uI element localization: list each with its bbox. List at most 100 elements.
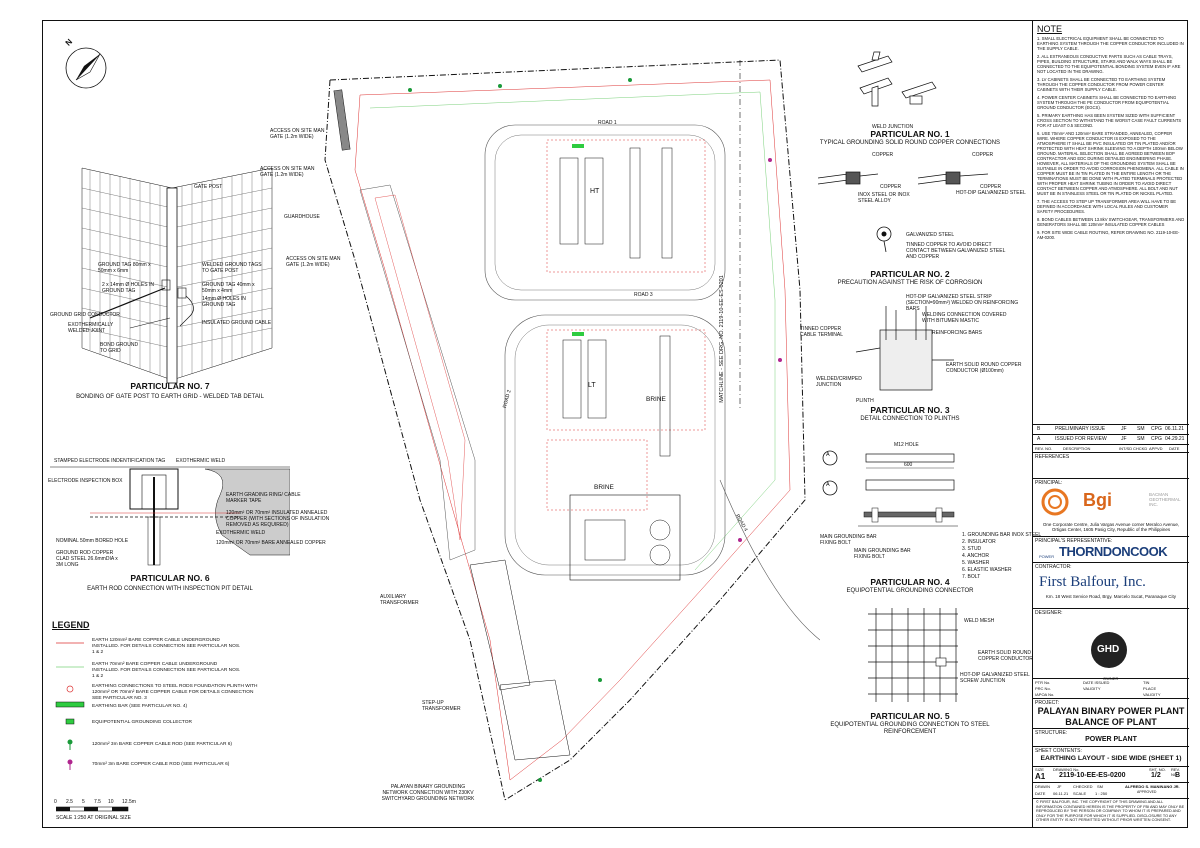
legend-item-rod120: 120mm² 3m BARE COPPER CABLE ROD (SEE PAR… — [92, 742, 233, 747]
rev-header-rev: REV. NO. — [1035, 446, 1053, 451]
road-1-label: ROAD 1 — [598, 120, 617, 126]
date-value: 06.11.21 — [1053, 791, 1069, 796]
ptr-date: DATE ISSUED — [1083, 680, 1110, 685]
rev-header-date: DATE — [1169, 446, 1180, 451]
project-label: PROJECT: — [1035, 700, 1060, 706]
p6-bare-label: 120mm² OR 70mm² BARE ANNEALED COPPER — [216, 540, 326, 546]
legend-item-rod70: 70mm² 3m BARE COPPER CABLE ROD (SEE PART… — [92, 762, 230, 767]
scale-tick-3: 7.5 — [94, 799, 101, 805]
p4-m12-label: M12 HOLE — [894, 442, 919, 448]
note-item: 6. USE 70mm² AND 120mm² BARE STRANDED, A… — [1037, 131, 1184, 196]
p2-galv-label: GALVANIZED STEEL — [906, 232, 955, 238]
p6-exo-label: EXOTHERMIC WELD — [176, 458, 226, 464]
particular-5-mesh-drawing — [868, 608, 958, 702]
lt-label: LT — [588, 382, 596, 389]
gate-label-3: ACCESS ON SITE MAN GATE (1.2m WIDE) — [286, 256, 341, 268]
north-arrow-icon — [65, 47, 107, 89]
p3-plinth-label: PLINTH — [856, 398, 874, 404]
p4-subtitle: EQUIPOTENTIAL GROUNDING CONNECTOR — [846, 588, 974, 594]
prc-validity: VALIDITY — [1083, 686, 1101, 691]
principal-address: One Corporate Centre, Julia Vargas Avenu… — [1042, 522, 1180, 532]
matchline-label: MATCHLINE - SEE DRG. NO. 2119-10-EE-ES-0… — [719, 275, 725, 403]
prc-place: PLACE — [1143, 686, 1157, 691]
approved-name: ALFREDO S. MANINANG JR. — [1125, 784, 1180, 789]
legend-symbols — [55, 642, 85, 770]
particular-6-drawing — [50, 466, 290, 566]
particular-7-drawing — [81, 167, 273, 384]
aux-transformer-label: AUXILIARY TRANSFORMER — [380, 594, 419, 606]
sheet-no-value: 1/2 — [1151, 772, 1161, 779]
rev-row-b-by: JF — [1121, 426, 1127, 432]
size-value: A1 — [1035, 772, 1046, 781]
stepup-transformer-label: STEP-UP TRANSFORMER — [422, 700, 461, 712]
note-item: 4. POWER CENTER CABINETS SHALL BE CONNEC… — [1037, 95, 1177, 110]
note-item: 5. PRIMARY EARTHING HAS BEEN SYSTEM SIZE… — [1037, 113, 1182, 128]
p1-title: PARTICULAR NO. 1 — [870, 129, 950, 139]
p3-strip-label: HOT-DIP GALVANIZED STEEL STRIP (SECTION=… — [906, 294, 1019, 312]
p7-tag-label: GROUND TAG 80mm x 50mm x 6mm — [98, 262, 151, 274]
bgi-logo-icon — [1041, 488, 1069, 516]
contents-value: EARTHING LAYOUT - SIDE WIDE (SHEET 1) — [1040, 755, 1182, 762]
notes-heading: NOTE — [1037, 24, 1063, 34]
bgi-logo-sub: BACMAN GEOTHERMAL INC. — [1149, 492, 1181, 507]
p6-rod-label: GROUND ROD COPPER CLAD STEEL 26.6mmDIA x… — [56, 550, 118, 568]
particular-4-drawing — [822, 450, 958, 527]
p5-subtitle: EQUIPOTENTIAL GROUNDING CONNECTION TO ST… — [830, 722, 990, 735]
p6-insulated-label: 120mm² OR 70mm² INSULATED ANNEALED COPPE… — [226, 510, 330, 528]
p1-copper-4: COPPER — [980, 184, 1002, 190]
iapoa-validity: VALIDITY — [1143, 692, 1161, 697]
scale-tick-2: 5 — [82, 799, 85, 805]
p4-item-5: 5. WASHER — [962, 560, 990, 566]
rev-row-b-desc: PRELIMINARY ISSUE — [1055, 426, 1106, 432]
ghd-logo-text: GHD — [1097, 644, 1120, 655]
ghd-logo-icon — [1091, 632, 1127, 668]
rev-no-value: B — [1175, 772, 1181, 779]
brine-label-1: BRINE — [646, 396, 666, 403]
p7-welded-label: WELDED GROUND TAGS TO GATE POST — [202, 262, 262, 274]
scale-caption: SCALE 1:250 AT ORIGINAL SIZE — [56, 815, 131, 821]
designer-label: DESIGNER: — [1035, 610, 1063, 616]
notes-list: 1. SMALL ELECTRICAL EQUIPMENT SHALL BE C… — [1037, 36, 1185, 243]
p4-a2-label: A — [826, 482, 830, 488]
project-line-1: PALAYAN BINARY POWER PLANT — [1037, 706, 1185, 716]
structure-label: STRUCTURE: — [1035, 730, 1068, 736]
p3-tinned-label: TINNED COPPER CABLE TERMINAL — [800, 326, 843, 338]
p6-nominal-label: NOMINAL 50mm BORED HOLE — [56, 538, 129, 544]
drawing-no-label: DRAWING No. — [1053, 767, 1080, 772]
p2-tinned-label: TINNED COPPER TO AVOID DIRECT CONTACT BE… — [906, 242, 1006, 260]
rev-header-app: APPVD — [1149, 446, 1163, 451]
p6-box-label: ELECTRODE INSPECTION BOX — [48, 478, 123, 484]
copyright-notice: © FIRST BALFOUR, INC. THE COPYRIGHT OF T… — [1036, 800, 1185, 823]
p4-item-3: 3. STUD — [962, 546, 982, 552]
p7-grid-label: GROUND GRID CONDUCTOR — [50, 312, 120, 318]
network-label: PALAYAN BINARY GROUNDING NETWORK CONNECT… — [381, 784, 475, 802]
structure-value: POWER PLANT — [1085, 736, 1137, 743]
rev-row-b-rev: B — [1037, 426, 1041, 432]
rep-logo-prefix: POWER — [1039, 554, 1055, 559]
drawn-value: JF — [1057, 784, 1062, 789]
legend-item-plinth: EARTHING CONNECTIONS TO STEEL RODS FOUND… — [92, 684, 258, 701]
particular-2-drawing — [876, 226, 892, 252]
p5-earth-label: EARTH SOLID ROUND COPPER CONDUCTOR — [978, 650, 1033, 662]
p3-bars-label: REINFORCING BARS — [932, 330, 983, 336]
legend-item-earth120: EARTH 120mm² BARE COPPER CABLE UNDERGROU… — [92, 638, 241, 655]
rev-no-label: REV. NO. — [1171, 767, 1180, 777]
p2-subtitle: PRECAUTION AGAINST THE RISK OF CORROSION — [837, 280, 983, 286]
prc-no: PRC No. — [1035, 686, 1051, 691]
p1-weld-label: WELD JUNCTION — [872, 124, 914, 130]
p2-title: PARTICULAR NO. 2 — [870, 269, 950, 279]
scale-tick-0: 0 — [54, 799, 57, 805]
p3-title: PARTICULAR NO. 3 — [870, 405, 950, 415]
p4-item-4: 4. ANCHOR — [962, 553, 989, 559]
rev-row-a-desc: ISSUED FOR REVIEW — [1055, 436, 1107, 442]
scale-value: 1 : 250 — [1095, 791, 1108, 796]
p7-tag2-label: GROUND TAG 40mm x 50mm x 4mm — [202, 282, 255, 294]
p4-main1-label: MAIN GROUNDING BAR FIXING BOLT — [820, 534, 877, 546]
ptr-tin: TIN — [1143, 680, 1150, 685]
bgi-logo-text: Bgi — [1083, 490, 1112, 510]
rev-row-a-rev: A — [1037, 436, 1041, 442]
p7-gatepost-label: GATE POST — [194, 184, 223, 190]
p1-subtitle: TYPICAL GROUNDING SOLID ROUND COPPER CON… — [819, 140, 1001, 146]
rev-row-b-date: 06.11.21 — [1165, 426, 1185, 432]
p3-earth-label: EARTH SOLID ROUND COPPER CONDUCTOR (Ø100… — [946, 362, 1022, 374]
